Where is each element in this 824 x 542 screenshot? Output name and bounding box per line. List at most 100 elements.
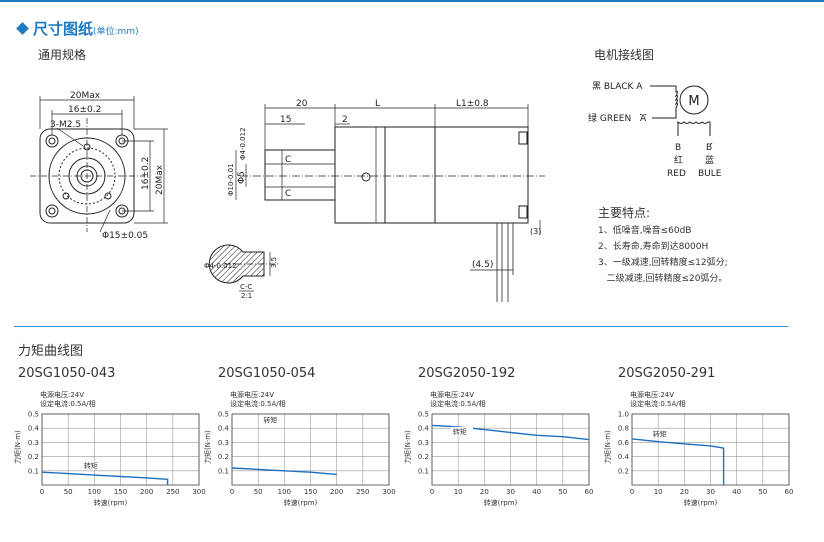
y-tick-label: 0.1 xyxy=(28,467,39,475)
torque-curve xyxy=(231,467,337,476)
wire-b: B xyxy=(675,143,681,153)
x-tick-label: 200 xyxy=(140,488,153,496)
dim-20v: 20Max xyxy=(155,164,165,195)
side-cap-top xyxy=(518,131,528,145)
section-title-dimensions: 尺寸图纸(单位:mm) xyxy=(16,18,139,39)
y-tick-label: 0.4 xyxy=(418,425,430,433)
y-axis-label: 力矩(N·m) xyxy=(603,430,612,464)
spec-title: 通用规格 xyxy=(38,48,87,62)
section-title-text: 尺寸图纸 xyxy=(33,20,94,38)
x-tick-label: 200 xyxy=(330,488,343,496)
chart-info: 电源电压:24V xyxy=(430,390,474,399)
mid-divider xyxy=(14,326,788,327)
chart-title-4: 20SG2050-291 xyxy=(618,366,716,381)
features-list: 主要特点: 1、低噪音,噪音≤60dB 2、长寿命,寿命到达8000H 3、一级… xyxy=(598,204,728,287)
dim-phi4: Φ4-0.012 xyxy=(239,127,247,160)
plot-frame xyxy=(231,413,390,486)
x-tick-label: 50 xyxy=(558,488,567,496)
chart-info: 设定电流:0.5A/相 xyxy=(630,399,686,408)
front-hole-bl-inner xyxy=(48,207,56,215)
series-label: 转矩 xyxy=(653,430,667,439)
y-tick-label: 0.2 xyxy=(418,453,429,461)
y-tick-label: 0.3 xyxy=(218,439,229,447)
dim-16: 16±0.2 xyxy=(68,105,101,115)
y-tick-label: 1.0 xyxy=(618,411,629,419)
dim-c1: C xyxy=(285,155,291,165)
x-tick-label: 20 xyxy=(480,488,489,496)
front-thread-hole-3 xyxy=(104,192,112,200)
dim-2: 2 xyxy=(342,115,348,125)
series-label-bg xyxy=(650,429,673,439)
x-tick-label: 100 xyxy=(278,488,291,496)
series-label: 转矩 xyxy=(453,427,467,436)
feature-item: 二级减速,回转精度≤20弧分。 xyxy=(598,274,728,284)
dim-phi10: Φ10-0.01 xyxy=(227,163,235,196)
chart-info: 电源电压:24V xyxy=(630,390,674,399)
plot-frame xyxy=(431,413,590,486)
y-tick-label: 0.5 xyxy=(28,411,39,419)
wire-red-cn: 红 xyxy=(674,154,683,166)
torque-curve xyxy=(631,438,725,485)
x-tick-label: 100 xyxy=(88,488,101,496)
chart-info: 设定电流:0.5A/相 xyxy=(430,399,486,408)
x-tick-label: 40 xyxy=(532,488,541,496)
x-tick-label: 250 xyxy=(166,488,179,496)
x-tick-label: 300 xyxy=(192,488,205,496)
x-tick-label: 0 xyxy=(230,488,234,496)
section-label-cc: C-C xyxy=(240,283,252,291)
chart-title-3: 20SG2050-192 xyxy=(418,366,516,381)
wiring-title: 电机接线图 xyxy=(594,48,655,62)
dim-20max: 20Max xyxy=(70,91,101,101)
x-tick-label: 250 xyxy=(356,488,369,496)
dim-c2: C xyxy=(285,189,291,199)
wire-green-abar: A xyxy=(640,114,647,124)
feature-item: 2、长寿命,寿命到达8000H xyxy=(598,242,709,252)
plot-frame xyxy=(41,413,200,486)
section-label-scale: 2:1 xyxy=(241,292,252,300)
x-tick-label: 300 xyxy=(382,488,395,496)
x-tick-label: 0 xyxy=(430,488,434,496)
plot-frame xyxy=(631,413,790,486)
unit-note: (单位:mm) xyxy=(93,27,139,37)
x-tick-label: 50 xyxy=(254,488,263,496)
chart-info: 电源电压:24V xyxy=(230,390,274,399)
x-axis-label: 转速(rpm) xyxy=(484,498,518,507)
y-tick-label: 0.3 xyxy=(28,439,39,447)
y-tick-label: 0.4 xyxy=(28,425,40,433)
y-tick-label: 0.6 xyxy=(618,439,630,447)
chart-info: 设定电流:0.5A/相 xyxy=(40,399,96,408)
x-tick-label: 0 xyxy=(630,488,634,496)
x-tick-label: 20 xyxy=(680,488,689,496)
y-tick-label: 0.5 xyxy=(418,411,429,419)
y-tick-label: 0.1 xyxy=(218,467,229,475)
x-tick-label: 60 xyxy=(785,488,794,496)
wire-black-a: 黑 BLACK A xyxy=(592,81,643,92)
dim-20: 20 xyxy=(296,99,308,109)
motor-label: M xyxy=(688,94,699,109)
dim-16v: 16±0.2 xyxy=(141,157,151,190)
series-label-bg xyxy=(81,460,104,470)
torque-curve xyxy=(431,424,590,441)
feature-item: 1、低噪音,噪音≤60dB xyxy=(598,226,692,236)
feature-item: 3、一级减速,回转精度≤12弧分; xyxy=(598,258,728,268)
dim-phi15: Φ15±0.05 xyxy=(102,231,148,241)
dim-3: (3) xyxy=(530,227,541,236)
wire-blue-cn: 蓝 xyxy=(705,154,714,166)
leader-phi15 xyxy=(99,209,111,233)
dim-15: 15 xyxy=(280,115,291,125)
x-axis-label: 转速(rpm) xyxy=(684,498,718,507)
x-tick-label: 60 xyxy=(585,488,594,496)
torque-curve xyxy=(41,471,169,485)
x-tick-label: 10 xyxy=(454,488,463,496)
x-tick-label: 10 xyxy=(654,488,663,496)
x-tick-label: 50 xyxy=(758,488,767,496)
coil-a xyxy=(650,85,678,119)
leader-thread xyxy=(56,127,84,147)
chart-info: 设定电流:0.5A/相 xyxy=(230,399,286,408)
wire-red-en: RED xyxy=(667,169,686,179)
x-axis-label: 转速(rpm) xyxy=(284,498,318,507)
features-title: 主要特点: xyxy=(598,206,651,220)
